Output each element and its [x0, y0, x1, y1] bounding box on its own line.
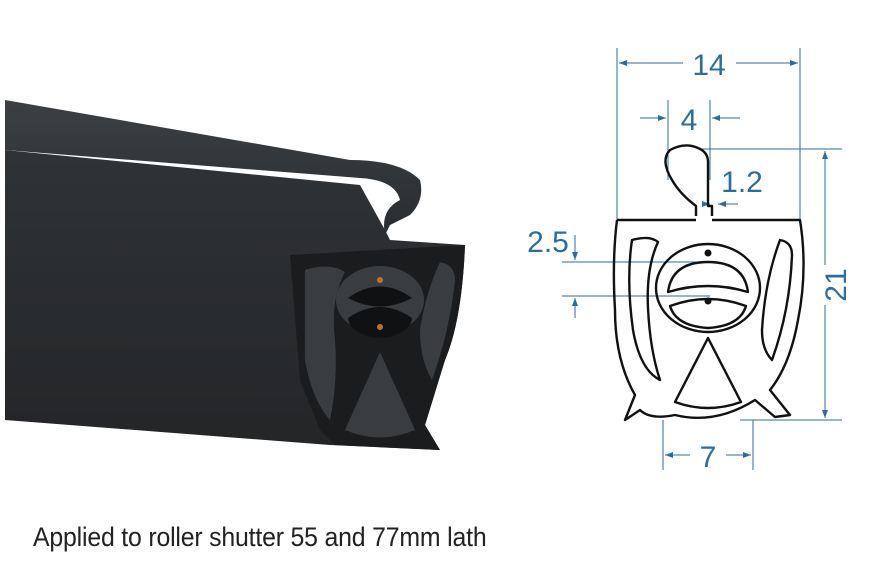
dimension-lines — [562, 48, 842, 470]
profile-outer-body — [612, 218, 805, 422]
dim-base-width: 7 — [700, 441, 717, 474]
seal-front-lower-cavity — [345, 352, 415, 438]
caption: Applied to roller shutter 55 and 77mm la… — [33, 522, 487, 552]
dim-bulb-gap: 2.5 — [527, 226, 569, 259]
profile-hook — [664, 144, 714, 216]
dimension-arrows — [572, 60, 828, 458]
profile-lower-triangle — [673, 336, 743, 410]
seal-hook-ridge — [5, 100, 422, 235]
dim-hook-thickness: 1.2 — [721, 166, 763, 199]
bulb-center-dot-upper — [704, 249, 712, 257]
seal-front-cavity-left — [305, 266, 345, 420]
dim-hook-width: 4 — [681, 104, 698, 137]
dim-overall-height: 21 — [820, 268, 853, 301]
seal-front-cavity-right — [420, 262, 455, 380]
seal-3d-render — [5, 100, 465, 450]
seal-cross-section-drawing: 14 4 1.2 2.5 21 7 — [527, 48, 853, 474]
profile-right-chamber — [760, 238, 794, 362]
dim-overall-width: 14 — [692, 49, 725, 82]
seal-profile-outline — [612, 144, 805, 422]
profile-left-chamber — [628, 236, 662, 382]
seal-front-bulb-chamber-lower — [348, 307, 412, 338]
seal-front-dot-upper — [377, 277, 383, 283]
bulb-center-dot-lower — [704, 297, 712, 305]
profile-bulb-upper-chamber — [666, 260, 750, 294]
seal-front-bulb-chamber — [348, 286, 412, 307]
profile-bulb-outer — [654, 242, 762, 334]
seal-front-dot-lower — [377, 324, 383, 330]
